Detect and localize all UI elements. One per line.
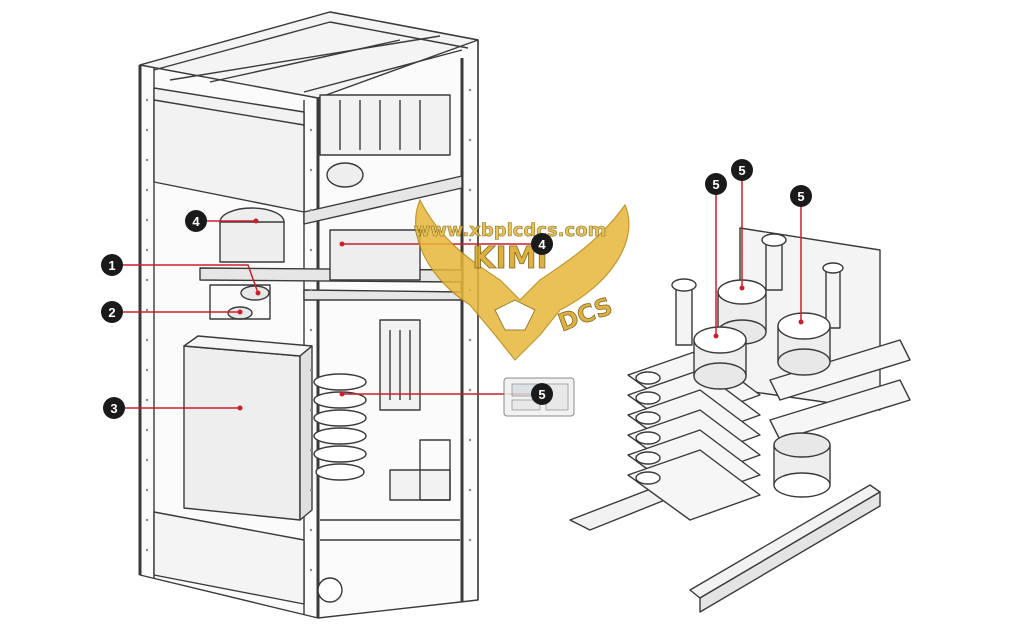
leader-dot — [339, 241, 345, 247]
callout-5c: 5 — [731, 159, 753, 181]
interrupter-assembly-illustration — [569, 227, 911, 613]
callout-1: 1 — [101, 254, 123, 276]
svg-text:5: 5 — [538, 387, 545, 402]
leader-dot — [713, 333, 719, 339]
callout-5d: 5 — [790, 185, 812, 207]
watermark-brand: KIMI — [472, 241, 547, 276]
cabinet-illustration — [138, 11, 479, 619]
leader-dot — [253, 218, 259, 224]
svg-text:5: 5 — [738, 163, 745, 178]
callout-5a: 5 — [531, 383, 553, 405]
leader-dot — [237, 405, 243, 411]
leader-dot — [798, 319, 804, 325]
leader-dot — [255, 290, 261, 296]
watermark-url: www.xbplcdcs.com — [414, 220, 607, 241]
callout-4a: 4 — [185, 210, 207, 232]
svg-text:2: 2 — [108, 305, 115, 320]
svg-text:3: 3 — [110, 401, 117, 416]
leader-endpoints — [237, 218, 804, 411]
callout-5b: 5 — [705, 173, 727, 195]
leader-dot — [237, 309, 243, 315]
svg-text:4: 4 — [192, 214, 200, 229]
leader-dot — [739, 285, 745, 291]
callout-2: 2 — [101, 301, 123, 323]
callout-3: 3 — [103, 397, 125, 419]
leader-line-1 — [112, 264, 259, 294]
callout-badges: 1 2 3 4 4 5 5 5 — [101, 159, 812, 419]
svg-text:1: 1 — [108, 258, 115, 273]
svg-text:4: 4 — [538, 237, 546, 252]
watermark: www.xbplcdcs.com KIMI DCS — [413, 198, 630, 417]
leader-dot — [339, 391, 345, 397]
svg-text:5: 5 — [712, 177, 719, 192]
svg-text:5: 5 — [797, 189, 804, 204]
callout-4b: 4 — [531, 233, 553, 255]
